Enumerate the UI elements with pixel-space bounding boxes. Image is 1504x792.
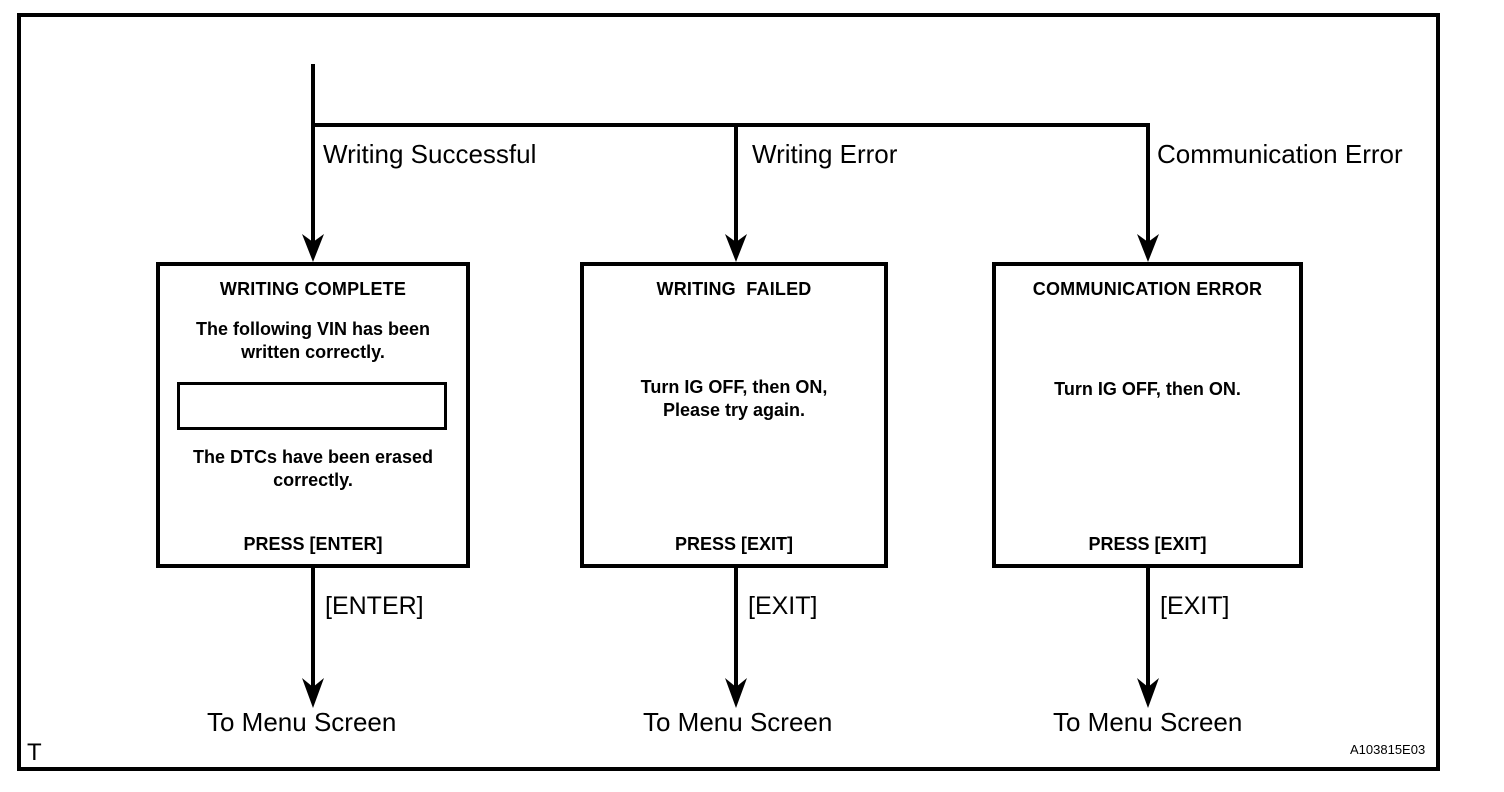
branch-label-writing-successful: Writing Successful — [323, 139, 537, 169]
key-label-exit: [EXIT] — [748, 592, 818, 620]
screen-message-top: The following VIN has been written corre… — [160, 318, 466, 364]
arrowhead-down-icon — [1137, 234, 1159, 262]
vin-field — [177, 382, 447, 430]
arrowhead-down-icon — [725, 234, 747, 262]
diagram-border — [17, 13, 1440, 771]
key-label-exit: [EXIT] — [1160, 592, 1230, 620]
screen-message: Turn IG OFF, then ON. — [996, 378, 1299, 401]
screen-message-line: Turn IG OFF, then ON. — [1054, 379, 1241, 399]
screen-communication-error: COMMUNICATION ERROR Turn IG OFF, then ON… — [992, 262, 1303, 568]
press-instruction: PRESS [ENTER] — [243, 534, 383, 554]
arrowhead-down-icon — [302, 678, 324, 708]
screen-message-line: correctly. — [273, 470, 353, 490]
screen-writing-complete: WRITING COMPLETE The following VIN has b… — [156, 262, 470, 568]
screen-message-line: written correctly. — [241, 342, 385, 362]
screen-writing-failed: WRITING FAILED Turn IG OFF, then ON, Ple… — [580, 262, 888, 568]
branch-label-writing-error: Writing Error — [752, 139, 898, 169]
screen-message-line: Turn IG OFF, then ON, — [640, 377, 828, 397]
screen-title: WRITING COMPLETE — [219, 279, 407, 299]
arrowhead-down-icon — [725, 678, 747, 708]
press-instruction: PRESS [EXIT] — [674, 534, 794, 554]
page-marker: T — [27, 739, 42, 766]
arrowhead-down-icon — [1137, 678, 1159, 708]
screen-title: COMMUNICATION ERROR — [1032, 279, 1263, 299]
destination-menu-screen: To Menu Screen — [1053, 707, 1243, 737]
screen-message: Turn IG OFF, then ON, Please try again. — [584, 376, 884, 422]
screen-message-bottom: The DTCs have been erased correctly. — [160, 446, 466, 492]
destination-menu-screen: To Menu Screen — [643, 707, 833, 737]
screen-message-line: Please try again. — [662, 400, 806, 420]
figure-id: A103815E03 — [1350, 742, 1426, 757]
screen-message-line: The following VIN has been — [195, 319, 431, 339]
destination-menu-screen: To Menu Screen — [207, 707, 397, 737]
key-label-enter: [ENTER] — [325, 592, 424, 620]
screen-title: WRITING FAILED — [656, 279, 812, 299]
screen-message-line: The DTCs have been erased — [192, 447, 434, 467]
arrowhead-down-icon — [302, 234, 324, 262]
branch-label-communication-error: Communication Error — [1157, 139, 1403, 169]
press-instruction: PRESS [EXIT] — [1088, 534, 1207, 554]
